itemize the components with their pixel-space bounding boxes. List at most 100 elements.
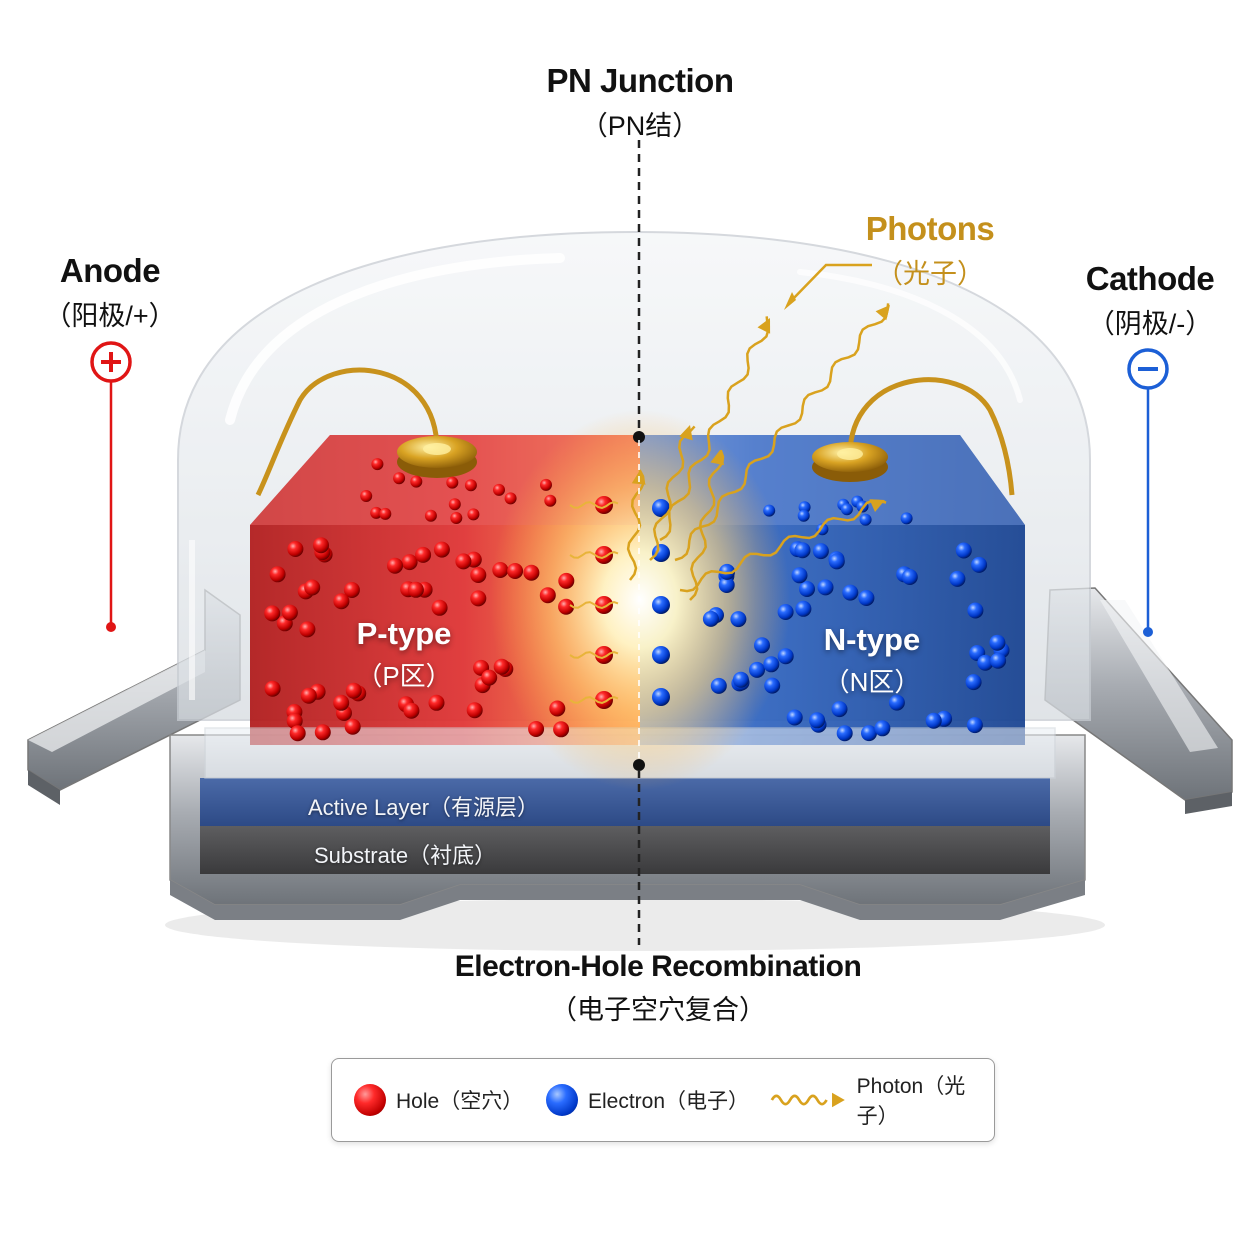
- photon-wave-icon: [770, 1092, 845, 1108]
- hole-particle: [549, 700, 566, 717]
- photon-ray: [569, 600, 619, 610]
- hole-particle: [595, 496, 613, 514]
- photon-arrowhead: [679, 425, 693, 441]
- hole-particle: [493, 483, 505, 496]
- electron-particle: [732, 671, 749, 688]
- electron-particle: [949, 570, 966, 587]
- legend-item-hole: Hole（空穴）: [354, 1059, 523, 1141]
- hole-particle: [286, 713, 303, 729]
- electron-particle: [966, 717, 983, 734]
- hole-particle: [433, 541, 450, 558]
- electron-particle: [799, 581, 815, 597]
- legend-item-electron: Electron（电子）: [546, 1059, 749, 1141]
- photons-leader-line: [789, 263, 872, 303]
- electron-particle: [989, 634, 1006, 651]
- legend-photon-label: Photon（光子）: [856, 1075, 966, 1128]
- electron-particle: [967, 602, 984, 619]
- cathode-bond-wire: [847, 377, 1015, 496]
- anode-bond-wire: [255, 367, 440, 497]
- photon-ray: [689, 449, 725, 601]
- hole-particle: [450, 512, 463, 524]
- hole-particle: [403, 702, 420, 719]
- holes-group: [264, 458, 613, 742]
- hole-particle: [464, 479, 477, 492]
- legend-box: Hole（空穴） Electron（电子） Photon（光子）: [331, 1058, 995, 1142]
- electron-particle: [730, 611, 747, 628]
- electron-particle: [797, 509, 810, 522]
- electron-particle: [777, 604, 794, 620]
- hole-particle: [314, 724, 331, 741]
- hole-particle: [540, 478, 552, 491]
- hole-particle: [446, 476, 459, 489]
- electron-particle: [925, 712, 942, 729]
- photon-ray: [679, 499, 887, 593]
- photon-ray: [569, 550, 619, 560]
- hole-particle: [360, 490, 373, 502]
- n-type-label: N-type （N区）: [792, 622, 952, 699]
- electron-particle: [652, 688, 670, 706]
- anode-leader-dot: [106, 622, 116, 632]
- hole-particle: [431, 599, 448, 616]
- electron-particle: [817, 579, 834, 596]
- hole-particle: [595, 691, 613, 709]
- hole-particle: [333, 593, 350, 610]
- n-type-title: N-type: [823, 622, 921, 657]
- electron-particle: [840, 503, 853, 516]
- electron-particle: [749, 661, 765, 678]
- hole-particle: [264, 605, 281, 622]
- hole-particle: [371, 458, 384, 471]
- recombination-subtitle: （电子空穴复合）: [550, 995, 766, 1025]
- hole-particle: [470, 567, 487, 583]
- cathode-bond-pad: [812, 442, 888, 482]
- hole-particle: [269, 566, 286, 583]
- electron-particle: [764, 677, 781, 694]
- hole-particle: [410, 475, 423, 488]
- hole-particle: [370, 506, 383, 519]
- hole-particle: [467, 508, 480, 521]
- hole-particle: [523, 564, 540, 581]
- electron-particle: [955, 542, 972, 559]
- hole-particle: [595, 546, 613, 564]
- electron-particle: [794, 542, 811, 559]
- electron-particle: [791, 567, 808, 584]
- hole-particle: [344, 718, 361, 735]
- substrate-label: Substrate（衬底）: [314, 843, 497, 868]
- photon-arrowhead: [875, 305, 890, 321]
- electron-particle: [777, 648, 794, 665]
- photons-title: Photons: [865, 210, 995, 247]
- electron-particle: [901, 569, 918, 585]
- photon-ray: [659, 316, 770, 542]
- electron-particle: [702, 610, 719, 627]
- electron-particle: [718, 577, 735, 593]
- pn-junction-subtitle: （PN结）: [580, 111, 700, 141]
- hole-particle: [387, 557, 403, 574]
- hole-ball-icon: [354, 1084, 386, 1116]
- hole-particle: [401, 554, 418, 571]
- electron-particle: [763, 504, 776, 517]
- electron-particle: [710, 677, 727, 694]
- hole-particle: [289, 725, 306, 742]
- electron-particle: [900, 512, 913, 525]
- electron-particle: [652, 596, 670, 614]
- electron-particle: [828, 553, 845, 570]
- anode-bond-pad: [397, 436, 477, 478]
- hole-particle: [544, 494, 557, 507]
- hole-particle: [455, 553, 472, 570]
- hole-particle: [424, 509, 437, 522]
- hole-particle: [553, 721, 570, 738]
- hole-particle: [493, 658, 510, 675]
- hole-particle: [304, 579, 321, 596]
- photons-subtitle: （光子）: [876, 259, 984, 289]
- pn-junction-label: PN Junction （PN结）: [490, 62, 790, 143]
- p-type-title: P-type: [356, 616, 452, 651]
- hole-particle: [539, 587, 556, 604]
- hole-particle: [287, 541, 304, 557]
- electron-particle: [786, 709, 803, 726]
- hole-particle: [481, 669, 498, 686]
- hole-particle: [595, 596, 613, 614]
- hole-particle: [470, 590, 487, 607]
- anode-title: Anode: [59, 252, 161, 289]
- plus-circle-icon: [90, 341, 132, 383]
